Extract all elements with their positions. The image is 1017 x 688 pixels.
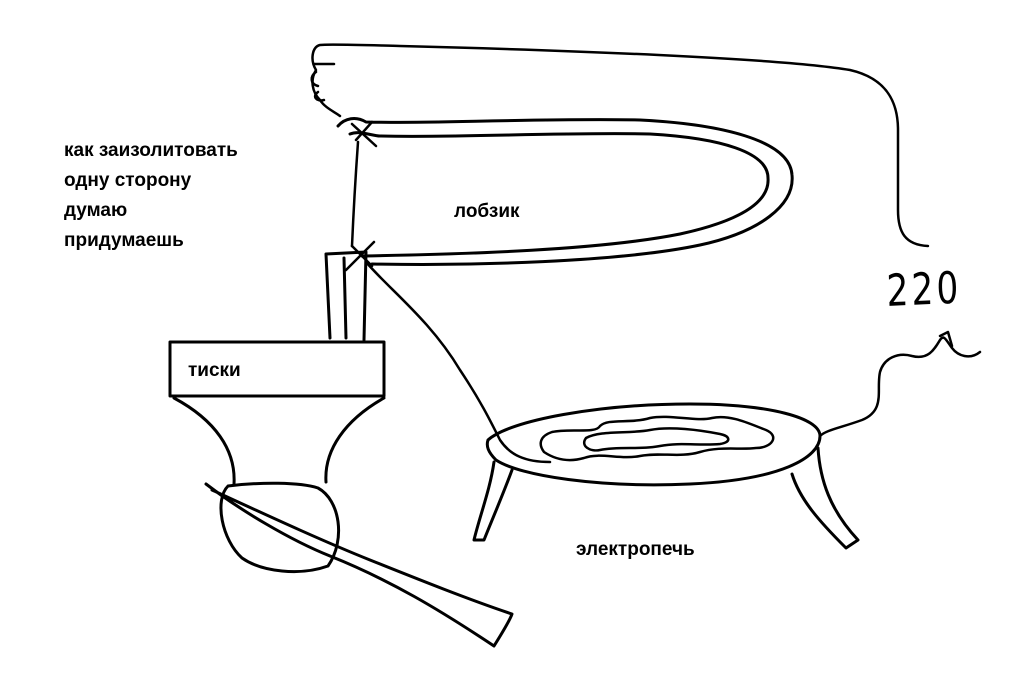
note-line-4: придумаешь [64, 230, 184, 251]
saw-to-furnace-wire [364, 260, 552, 464]
jigsaw-frame [336, 117, 794, 266]
wire-hook-mark [310, 62, 336, 102]
furnace-leg-right [790, 446, 860, 550]
furnace-leg-left [472, 460, 514, 542]
furnace-coil-inner [583, 427, 730, 452]
question-note: как заизолитовать одну сторону думаю при… [64, 136, 238, 256]
saw-blade [350, 140, 360, 248]
furnace-coil [539, 415, 775, 462]
note-line-1: как заизолитовать [64, 140, 238, 161]
bottom-clamp-x [344, 240, 376, 272]
furnace-top [485, 402, 822, 487]
vise-box [168, 340, 386, 398]
jigsaw-frame-inner [348, 131, 770, 258]
note-line-3: думаю [64, 200, 128, 221]
vise-lever [204, 482, 514, 648]
vise-base [172, 396, 386, 486]
vise-label: тиски [188, 360, 241, 381]
workpiece-plate [324, 250, 368, 342]
vise-handle-bulb [219, 481, 341, 574]
wire-zigzag [938, 330, 954, 348]
furnace-label: электропечь [576, 539, 695, 560]
voltage-label: 220 [885, 262, 963, 317]
note-line-2: одну сторону [64, 170, 192, 191]
power-wire-top [311, 43, 930, 248]
top-clamp-x [350, 120, 378, 148]
power-wire-bottom [818, 336, 982, 438]
jigsaw-label: лобзик [454, 201, 520, 222]
